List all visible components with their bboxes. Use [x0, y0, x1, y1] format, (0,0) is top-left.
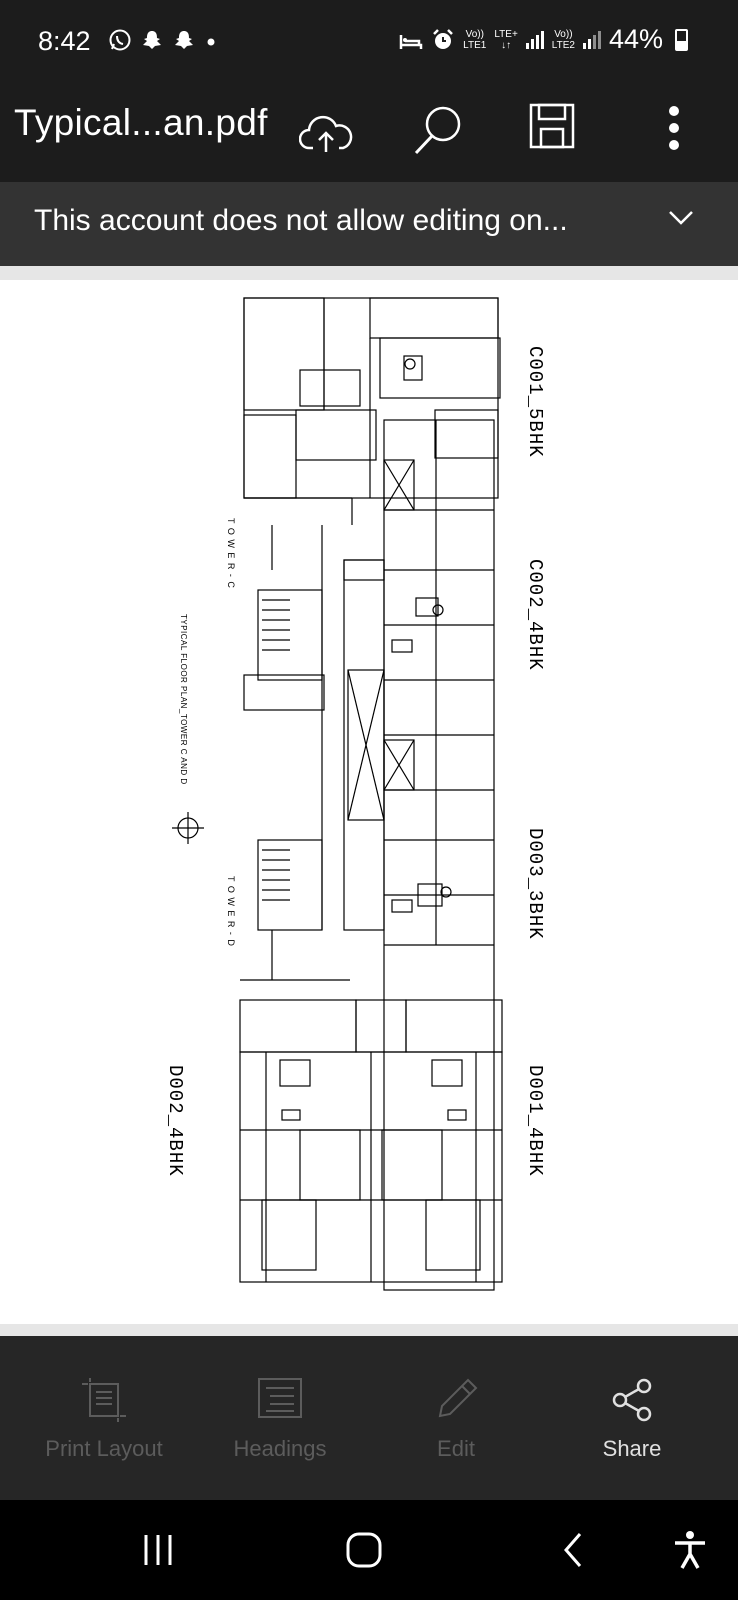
pencil-icon: [438, 1378, 478, 1418]
unit-label-c002: C002_4BHK: [524, 559, 546, 671]
print-layout-label: Print Layout: [45, 1436, 163, 1461]
navigation-bar: [0, 1500, 738, 1600]
floor-plan-drawing: [172, 297, 503, 1291]
edit-restriction-banner[interactable]: This account does not allow editing on..…: [0, 182, 738, 266]
pdf-page[interactable]: C001_5BHK C002_4BHK D003_3BHK D001_4BHK …: [0, 280, 738, 1324]
document-viewer[interactable]: C001_5BHK C002_4BHK D003_3BHK D001_4BHK …: [0, 266, 738, 1336]
snapchat-icon: [175, 31, 193, 49]
status-bar: 8:42 Vo)) LTE1 LTE+ ↓↑ Vo)) LTE2 44%: [0, 0, 738, 86]
unit-label-d001: D001_4BHK: [524, 1065, 546, 1177]
accessibility-icon[interactable]: [672, 1530, 708, 1575]
tower-c-label: T O W E R - C: [226, 518, 236, 589]
cloud-upload-icon[interactable]: [296, 108, 356, 160]
banner-text: This account does not allow editing on..…: [34, 204, 568, 237]
sim2-network: Vo)) LTE2: [552, 29, 575, 51]
battery-icon: [675, 28, 688, 51]
signal-icon: [582, 30, 601, 49]
edit-label: Edit: [437, 1436, 475, 1461]
alarm-icon: [433, 28, 454, 49]
more-vert-icon[interactable]: [654, 100, 694, 156]
share-button[interactable]: Share: [540, 1336, 724, 1500]
whatsapp-icon: [109, 29, 131, 51]
share-icon: [612, 1378, 652, 1422]
back-icon[interactable]: [558, 1530, 588, 1575]
lte-plus: LTE+ ↓↑: [494, 29, 517, 51]
data-arrows-icon: ↓↑: [501, 39, 512, 51]
search-icon[interactable]: [410, 100, 466, 162]
document-title: Typical...an.pdf: [14, 102, 268, 143]
bottom-toolbar: Print Layout Headings Edit Share: [0, 1336, 738, 1500]
save-icon[interactable]: [526, 100, 578, 152]
status-time: 8:42: [38, 26, 91, 56]
notification-icons: [108, 28, 218, 52]
sim2-lte: LTE2: [551, 39, 575, 51]
lte-plus-label: LTE+: [494, 28, 518, 40]
battery-percent: 44%: [608, 24, 663, 54]
app-bar: Typical...an.pdf: [0, 86, 738, 182]
sim1-volte: Vo)): [465, 28, 484, 40]
share-label: Share: [602, 1436, 662, 1461]
headings-icon: [258, 1378, 302, 1418]
unit-label-d003: D003_3BHK: [524, 828, 546, 940]
dot-icon: [207, 38, 215, 46]
snapchat-icon: [143, 31, 161, 49]
edit-button[interactable]: Edit: [364, 1336, 548, 1500]
status-right: Vo)) LTE1 LTE+ ↓↑ Vo)) LTE2 44%: [399, 24, 688, 55]
unit-label-c001: C001_5BHK: [524, 346, 546, 458]
sim2-volte: Vo)): [554, 28, 573, 40]
headings-label: Headings: [233, 1436, 327, 1461]
headings-button[interactable]: Headings: [188, 1336, 372, 1500]
chevron-down-icon[interactable]: [668, 210, 694, 231]
sim1-network: Vo)) LTE1: [463, 29, 486, 51]
plan-title: TYPICAL FLOOR PLAN_TOWER C AND D: [179, 614, 188, 785]
signal-icon: [525, 30, 544, 49]
print-layout-icon: [82, 1378, 126, 1422]
unit-label-d002: D002_4BHK: [164, 1065, 186, 1177]
tower-d-label: T O W E R - D: [226, 876, 236, 947]
sim1-lte: LTE1: [463, 39, 487, 51]
recent-apps-icon[interactable]: [140, 1530, 176, 1575]
home-icon[interactable]: [344, 1530, 384, 1575]
sleep-mode-icon: [399, 34, 423, 49]
print-layout-button[interactable]: Print Layout: [12, 1336, 196, 1500]
